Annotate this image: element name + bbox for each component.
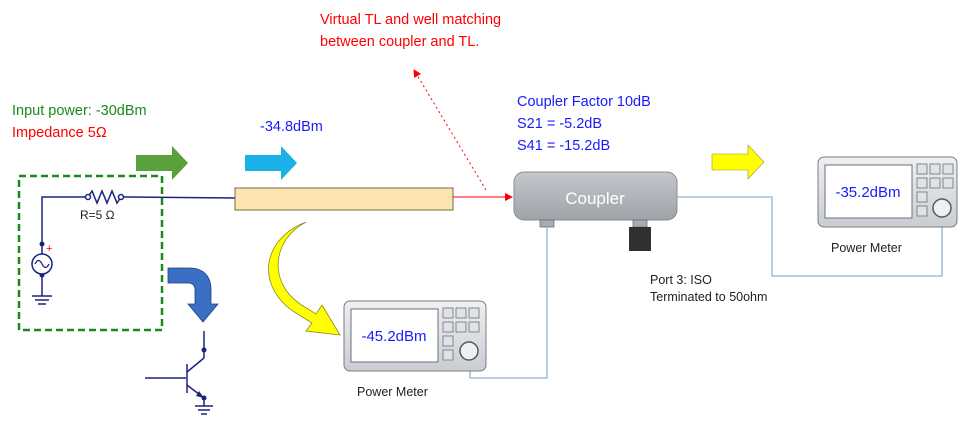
through-flow-arrow-icon bbox=[711, 144, 765, 180]
through-power-meter bbox=[817, 156, 958, 228]
input-flow-arrow-icon bbox=[136, 146, 188, 180]
junction-dot bbox=[201, 347, 207, 353]
coupled-port-connector bbox=[539, 219, 555, 228]
transmitted-flow-arrow-icon bbox=[245, 146, 297, 180]
through-meter-reading: -35.2dBm bbox=[835, 184, 900, 201]
port3-line-2: Terminated to 50ohm bbox=[650, 290, 767, 304]
coupler-block bbox=[513, 171, 678, 221]
input-power-label: Input power: -30dBm bbox=[12, 103, 147, 119]
ac-source-icon bbox=[31, 244, 53, 275]
annotation-line-2: between coupler and TL. bbox=[320, 34, 479, 50]
transmission-line bbox=[234, 187, 454, 211]
coupled-power-meter bbox=[343, 300, 487, 372]
annotation-line-1: Virtual TL and well matching bbox=[320, 12, 501, 28]
termination-load bbox=[629, 227, 651, 251]
coupled-meter-reading: -45.2dBm bbox=[361, 328, 426, 345]
source-circuit bbox=[32, 189, 236, 305]
annotation-pointer-arrow bbox=[413, 69, 487, 191]
resistor-terminal bbox=[84, 193, 92, 201]
coupler-s41-label: S41 = -15.2dB bbox=[517, 138, 610, 154]
coupled-meter-label: Power Meter bbox=[357, 385, 428, 399]
source-dashed-box bbox=[17, 174, 164, 332]
tl-power-label: -34.8dBm bbox=[260, 119, 323, 135]
coupler-factor-label: Coupler Factor 10dB bbox=[517, 94, 651, 110]
junction-dot bbox=[201, 395, 207, 401]
impedance-label: Impedance 5Ω bbox=[12, 125, 107, 141]
bent-flow-arrow-icon bbox=[167, 267, 219, 323]
emitter-arrow-icon bbox=[196, 391, 204, 398]
coupler-label: Coupler bbox=[565, 189, 625, 208]
resistor-label: R=5 Ω bbox=[80, 208, 115, 222]
transistor-symbol bbox=[145, 331, 213, 415]
iso-port-connector bbox=[632, 219, 648, 228]
port3-line-1: Port 3: ISO bbox=[650, 273, 712, 287]
coupler-s21-label: S21 = -5.2dB bbox=[517, 116, 602, 132]
resistor-terminal bbox=[117, 193, 125, 201]
coupled-flow-arrow-icon bbox=[268, 221, 341, 336]
through-cable bbox=[677, 196, 943, 277]
through-meter-label: Power Meter bbox=[831, 241, 902, 255]
source-plus-sign: + bbox=[46, 243, 52, 255]
